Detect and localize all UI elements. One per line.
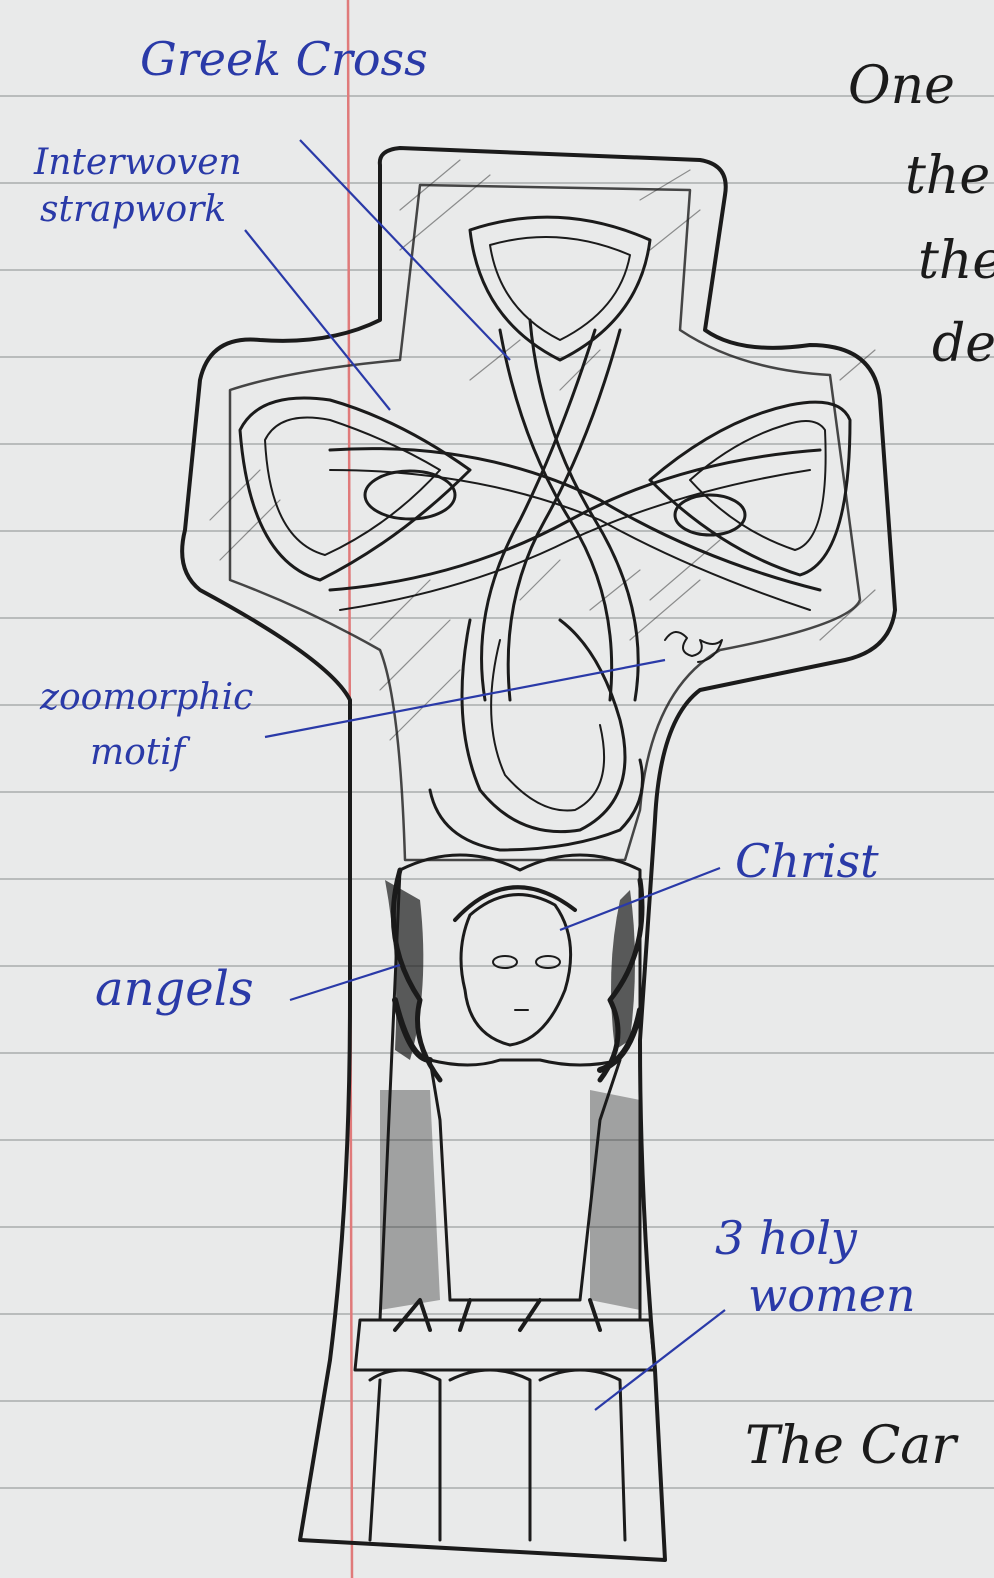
leader-lines: [245, 140, 725, 1410]
margin-text-the-2: the: [918, 235, 994, 287]
label-motif: motif: [90, 735, 185, 771]
label-angels: angels: [95, 965, 254, 1013]
zoomorphic-figure: [665, 632, 722, 662]
margin-text-bottom: The Car: [745, 1420, 956, 1472]
hatching: [210, 160, 875, 740]
margin-text-one: One: [848, 60, 955, 112]
margin-text-the-1: the: [905, 150, 990, 202]
label-women: women: [748, 1272, 916, 1318]
holy-women: [355, 1300, 655, 1540]
shading: [380, 880, 640, 1310]
label-strapwork: strapwork: [40, 192, 226, 228]
label-greek-cross: Greek Cross: [140, 36, 428, 82]
label-interwoven: Interwoven: [34, 145, 242, 181]
label-three-holy: 3 holy: [715, 1215, 857, 1261]
knotwork: [240, 217, 850, 850]
christ-figure: [461, 895, 571, 1045]
label-christ: Christ: [735, 838, 879, 884]
label-zoomorphic: zoomorphic: [40, 680, 253, 716]
margin-text-de: de: [932, 318, 994, 370]
